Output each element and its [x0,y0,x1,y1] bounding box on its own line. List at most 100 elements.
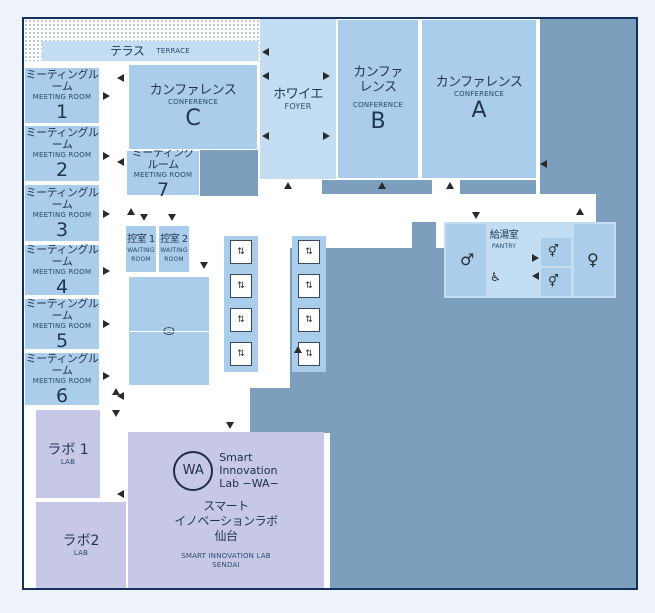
meeting-room-number: 5 [55,329,69,352]
hatched-strip [24,19,40,61]
elevator-icon[interactable]: ⇅ [230,240,252,264]
entrance-arrow [103,152,110,160]
meeting-room-7[interactable]: ミーティングルーム MEETING ROOM 7 [126,145,200,200]
entrance-arrow [117,490,124,498]
waiting-room-2[interactable]: 控室 2 WAITING ROOM [158,225,190,273]
entrance-arrow [168,214,176,221]
meeting-room-3[interactable]: ミーティングルーム MEETING ROOM 3 [24,184,100,242]
meeting-room-2[interactable]: ミーティングルーム MEETING ROOM 2 [24,125,100,182]
lab-1[interactable]: ラボ 1 LAB [36,410,100,498]
restroom-female[interactable] [574,224,614,296]
elevator-icon[interactable]: ⇅ [298,342,320,366]
meeting-room-number: 6 [55,384,69,407]
conference-room-b[interactable]: カンファ レンス CONFERENCE B [337,19,419,179]
entrance-arrow [532,272,539,280]
meeting-room-label-ja: ミーティングルーム [25,242,99,268]
meeting-room-label-ja: ミーティングルーム [131,145,195,171]
foyer-label-ja: ホワイエ [273,87,323,102]
all-gender-restroom-icon: ⚥ [548,244,559,258]
waiting-room-2-label-en-2: ROOM [164,256,184,263]
meeting-room-number: 1 [55,101,69,123]
entrance-arrow [540,160,547,168]
meeting-room-label-ja: ミーティングルーム [25,351,99,377]
foyer[interactable]: ホワイエ FOYER [260,19,336,179]
meeting-room-label-ja: ミーティングルーム [25,296,99,322]
pantry-label-en: PANTRY [491,242,517,250]
restroom-male[interactable] [446,224,486,296]
waiting-room-1[interactable]: 控室 1 WAITING ROOM [125,225,157,273]
meeting-room-1[interactable]: ミーティングルーム MEETING ROOM 1 [24,67,100,124]
void-notch [200,150,258,196]
entrance-arrow [117,74,124,82]
elevator-icon[interactable]: ⇅ [298,308,320,332]
entrance-arrow [262,48,269,56]
wa-logo-mark: WA [182,463,204,478]
conference-b-label-ja-1: カンファ [353,64,403,80]
entrance-arrow [472,212,480,219]
entrance-arrow [532,254,539,262]
conference-c-label-ja: カンファレンス [149,83,237,98]
sil-label-en-1: SMART INNOVATION LAB [181,551,271,560]
smart-innovation-lab[interactable]: WA Smart Innovation Lab −WA− スマート イノベーショ… [128,432,324,588]
entrance-arrow [576,208,584,215]
entrance-arrow [112,388,120,395]
meeting-room-label-ja: ミーティングルーム [25,68,99,93]
foyer-label-en: FOYER [284,102,312,111]
meeting-room-label-ja: ミーティングルーム [25,126,99,151]
elevator-icon[interactable]: ⇅ [230,274,252,298]
entrance-arrow [112,410,120,417]
meeting-room-label-ja: ミーティングルーム [25,185,99,211]
void-strip-right [596,194,636,222]
sil-label-ja-2: イノベーションラボ [174,513,278,528]
meeting-room-label-en: MEETING ROOM [32,210,92,219]
elevator-icon[interactable]: ⇅ [298,240,320,264]
entrance-arrow [103,267,110,275]
entrance-arrow [323,132,330,140]
sil-label-ja-3: 仙台 [214,528,238,543]
elevator-icon[interactable]: ⇅ [230,342,252,366]
lab-1-label-ja: ラボ 1 [47,441,89,458]
entrance-arrow [446,182,454,189]
entrance-arrow [262,72,269,80]
sil-logo-line-2: Innovation [219,464,278,477]
lab-2-label-en: LAB [73,548,89,557]
lab-2[interactable]: ラボ2 LAB [36,502,126,588]
restroom-all-gender[interactable] [541,238,571,266]
sil-label-ja-1: スマート [203,498,249,513]
restroom-all-gender-2[interactable] [541,268,571,296]
smoking-room[interactable]: ⛀ [128,276,210,386]
terrace[interactable]: テラス TERRACE [42,41,258,61]
meeting-room-label-en: MEETING ROOM [32,376,92,385]
entrance-arrow [323,72,330,80]
conference-room-a[interactable]: カンファレンス CONFERENCE A [421,19,537,179]
elevator-icon[interactable]: ⇅ [298,274,320,298]
entrance-arrow [200,262,208,269]
meeting-room-6[interactable]: ミーティングルーム MEETING ROOM 6 [24,352,100,406]
male-restroom-icon: ♂ [460,250,475,269]
female-restroom-icon: ♀ [587,250,599,269]
sil-logo-line-3: Lab −WA− [219,477,279,490]
elevator-icon[interactable]: ⇅ [230,308,252,332]
entrance-arrow [262,132,269,140]
pantry[interactable]: 給湯室 PANTRY [488,226,520,254]
conference-b-label-ja-2: レンス [359,79,397,95]
sil-logo: WA Smart Innovation Lab −WA− [173,450,279,491]
meeting-room-label-en: MEETING ROOM [32,93,92,101]
entrance-arrow [378,182,386,189]
pantry-label-ja: 給湯室 [489,229,519,241]
meeting-room-label-en: MEETING ROOM [133,170,193,179]
all-gender-restroom-icon: ⚥ [548,274,559,288]
void-area-top [540,19,636,194]
waiting-room-2-label-en-1: WAITING [160,247,188,254]
sil-logo-line-1: Smart [219,451,253,464]
meeting-room-5[interactable]: ミーティングルーム MEETING ROOM 5 [24,296,100,352]
waiting-room-1-label-en-2: ROOM [131,256,151,263]
meeting-room-label-en: MEETING ROOM [32,267,92,276]
void-band-2 [460,180,536,194]
conference-room-c[interactable]: カンファレンス CONFERENCE C [128,64,258,150]
conference-b-label-en: CONFERENCE [353,100,403,109]
meeting-room-4[interactable]: ミーティングルーム MEETING ROOM 4 [24,242,100,297]
lab-2-label-ja: ラボ2 [62,532,100,549]
conference-a-letter: A [471,98,487,123]
terrace-label-ja: テラス [110,44,145,58]
